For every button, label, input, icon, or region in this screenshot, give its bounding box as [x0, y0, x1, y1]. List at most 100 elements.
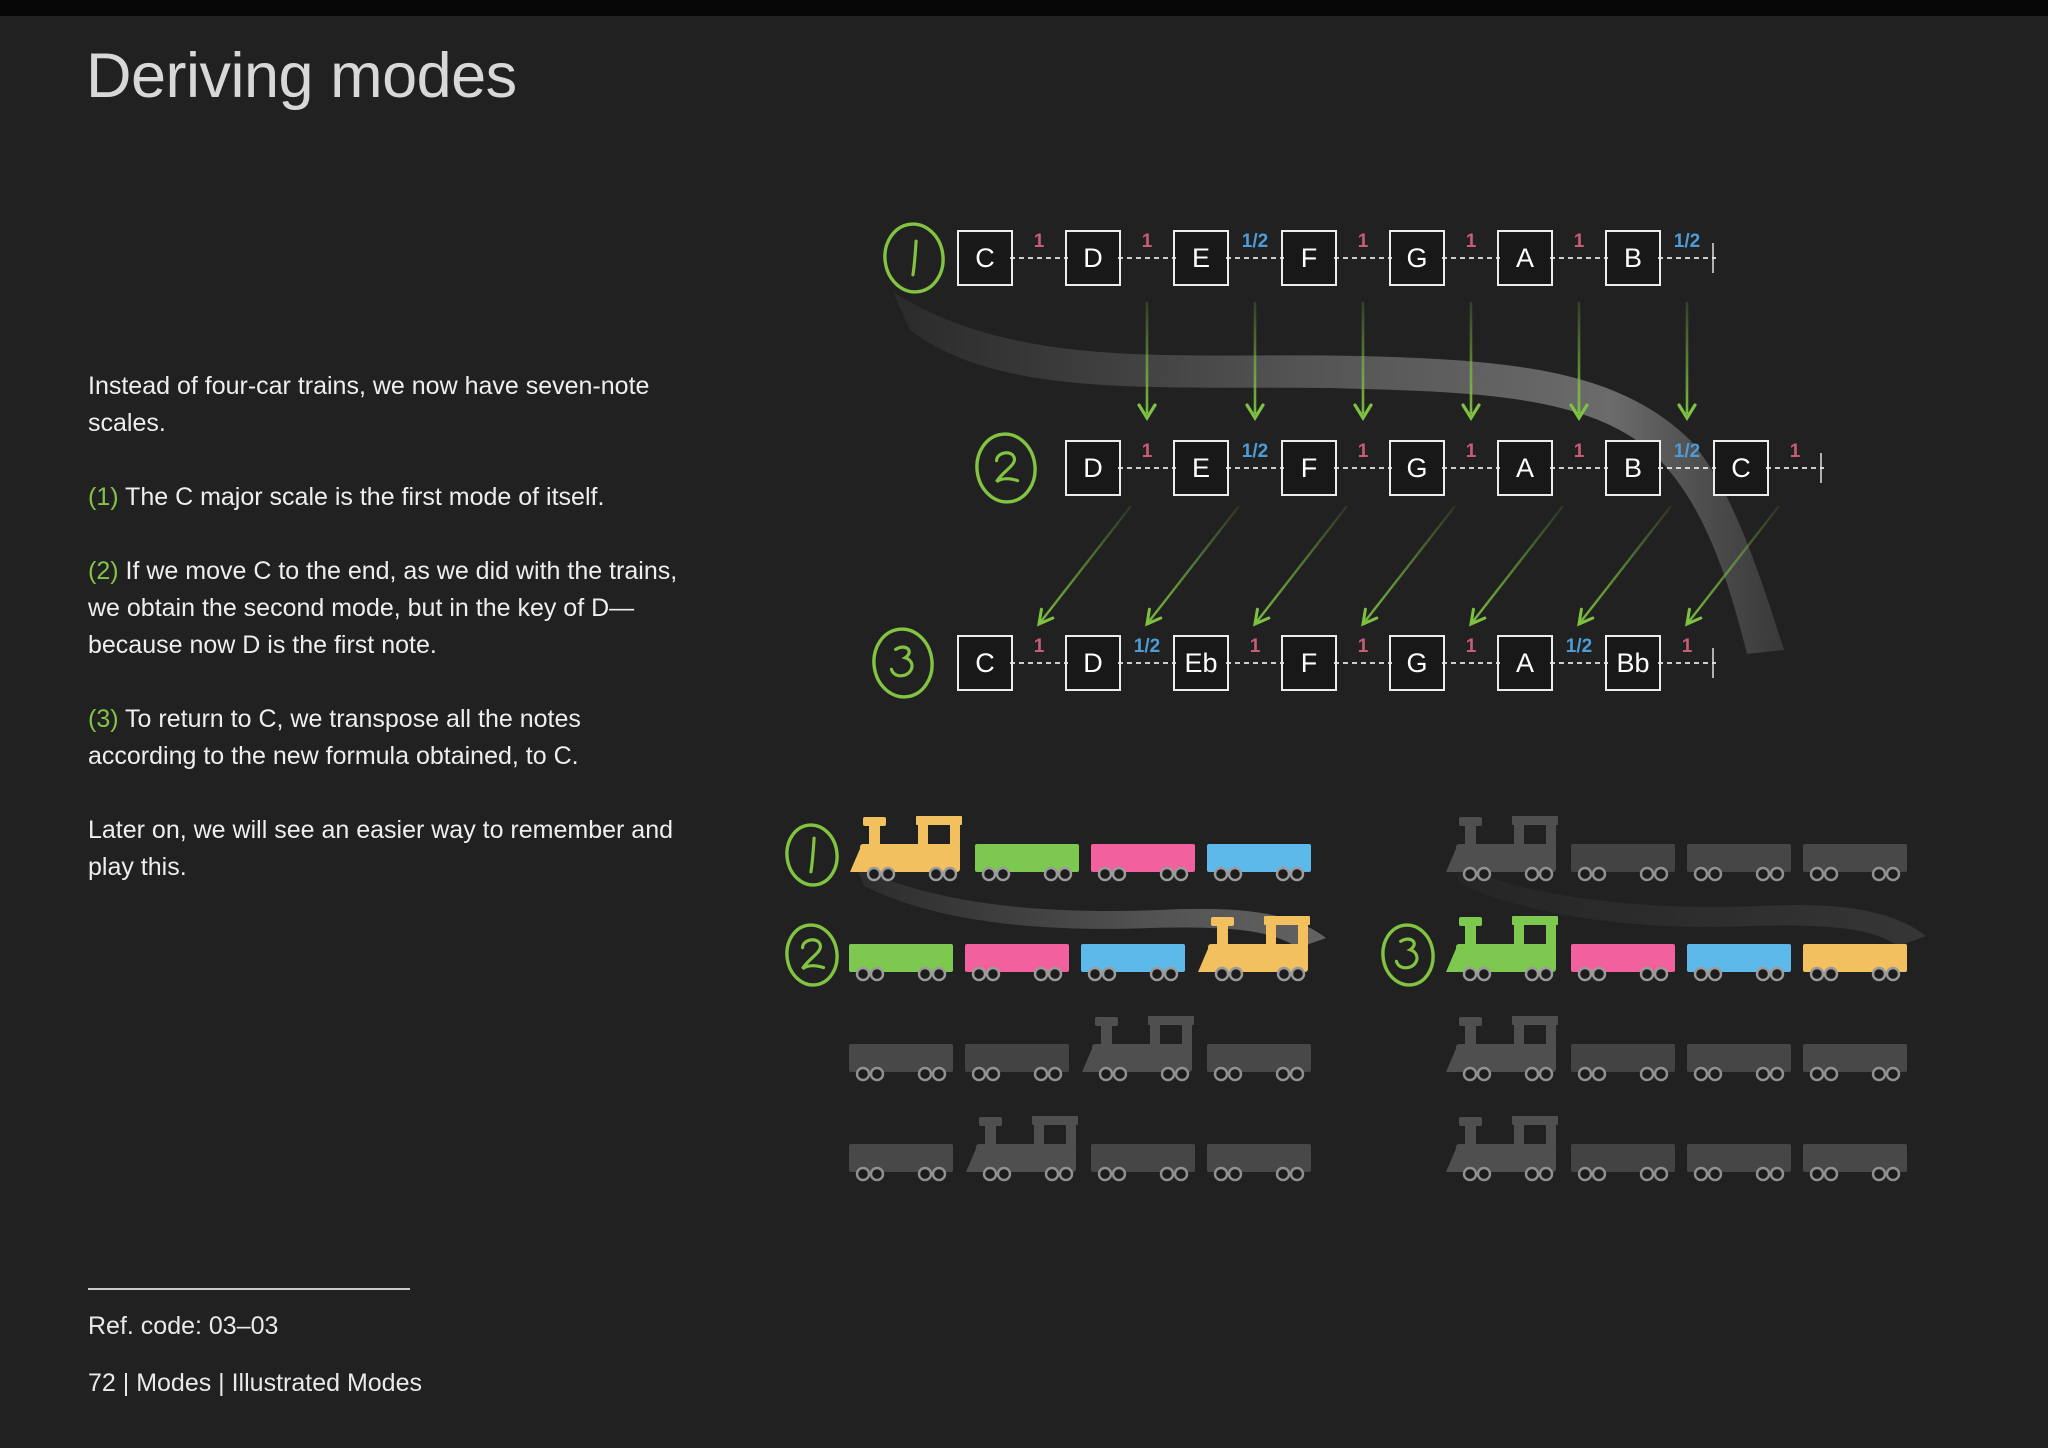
- dashed-line: [1334, 257, 1392, 259]
- transform-arrow: [1254, 505, 1348, 625]
- interval-label: 1: [1033, 636, 1045, 657]
- note-box: C: [957, 230, 1013, 286]
- transform-arrow: [1569, 403, 1589, 422]
- locomotive: [1080, 1014, 1196, 1082]
- train-car: [1801, 1042, 1909, 1082]
- train-car: [963, 942, 1071, 982]
- ref-code: Ref. code: 03–03: [88, 1312, 279, 1340]
- dashed-line: [1658, 467, 1716, 469]
- interval-label: 1/2: [1133, 636, 1161, 657]
- note-label: A: [1515, 452, 1534, 483]
- dashed-line: [1118, 662, 1176, 664]
- dashed-line: [1226, 662, 1284, 664]
- train-car: [1685, 1042, 1793, 1082]
- interval-connector: 1: [1010, 635, 1068, 691]
- page-info: 72 | Modes | Illustrated Modes: [88, 1369, 422, 1397]
- train-car: [1801, 842, 1909, 882]
- interval-connector: 1: [1442, 440, 1500, 496]
- paragraph: (2) If we move C to the end, as we did w…: [88, 557, 678, 659]
- page-title: Deriving modes: [86, 41, 517, 111]
- note-label: F: [1300, 242, 1318, 273]
- interval-label: 1/2: [1673, 441, 1701, 462]
- transform-arrow: [1686, 505, 1780, 625]
- interval-label: 1: [1573, 441, 1585, 462]
- note-box: G: [1389, 230, 1445, 286]
- swoosh-trains-right: [1452, 864, 1926, 946]
- note-box: G: [1389, 440, 1445, 496]
- dashed-line: [1442, 662, 1500, 664]
- train-car: [847, 1142, 955, 1182]
- note-label: D: [1083, 242, 1103, 273]
- interval-connector: 1: [1550, 440, 1608, 496]
- train-car: [1569, 1142, 1677, 1182]
- dashed-line: [1226, 467, 1284, 469]
- locomotive: [1196, 914, 1312, 982]
- interval-connector: 1: [1118, 230, 1176, 286]
- note-label: Eb: [1184, 647, 1218, 678]
- transform-arrow: [1361, 607, 1379, 627]
- train-car: [1205, 1142, 1313, 1182]
- train-left-1: [848, 814, 1313, 882]
- dashed-line: [1442, 257, 1500, 259]
- top-strip: [0, 0, 2048, 16]
- locomotive: [964, 1114, 1080, 1182]
- transform-arrow: [1362, 505, 1456, 625]
- body-text: Instead of four-car trains, we now have …: [88, 368, 693, 923]
- locomotive: [1444, 814, 1560, 882]
- list-number: (3): [88, 705, 119, 733]
- transform-arrow: [1137, 403, 1157, 422]
- interval-label: 1: [1357, 636, 1369, 657]
- swoosh-scale: [893, 292, 1784, 654]
- interval-label: 1/2: [1565, 636, 1593, 657]
- interval-connector: 1: [1550, 230, 1608, 286]
- note-box: B: [1605, 440, 1661, 496]
- interval-connector: 1: [1334, 635, 1392, 691]
- interval-connector: 1/2: [1658, 230, 1716, 286]
- interval-connector: 1: [1226, 635, 1284, 691]
- interval-label: 1: [1141, 441, 1153, 462]
- train-left-3-dimmed: [847, 1014, 1313, 1082]
- dashed-line: [1334, 467, 1392, 469]
- interval-label: 1: [1357, 231, 1369, 252]
- paragraph: (3) To return to C, we transpose all the…: [88, 705, 581, 770]
- interval-label: 1: [1033, 231, 1045, 252]
- paragraph: (1) The C major scale is the first mode …: [88, 483, 605, 511]
- note-box: A: [1497, 635, 1553, 691]
- transform-arrow: [1146, 505, 1240, 625]
- note-label: D: [1083, 647, 1103, 678]
- train-left-2: [847, 914, 1312, 982]
- interval-connector: 1: [1442, 635, 1500, 691]
- transform-arrow: [1461, 403, 1481, 422]
- note-label: B: [1623, 452, 1642, 483]
- dashed-line: [1118, 467, 1176, 469]
- interval-label: 1: [1249, 636, 1261, 657]
- note-label: F: [1300, 452, 1318, 483]
- note-box: D: [1065, 440, 1121, 496]
- transform-arrow: [1677, 403, 1697, 422]
- train-right-1-dimmed: [1444, 814, 1909, 882]
- interval-connector: 1/2: [1118, 635, 1176, 691]
- circled-number-2: [975, 432, 1037, 504]
- note-box: D: [1065, 230, 1121, 286]
- train-left-4-dimmed: [847, 1114, 1313, 1182]
- note-box: F: [1281, 440, 1337, 496]
- interval-label: 1: [1465, 441, 1477, 462]
- note-box: E: [1173, 440, 1229, 496]
- interval-connector: 1: [1334, 440, 1392, 496]
- circled-number-3: [872, 627, 934, 699]
- note-label: E: [1191, 242, 1210, 273]
- note-label: C: [975, 647, 995, 678]
- interval-connector: 1/2: [1658, 440, 1716, 496]
- train-right-2: [1444, 914, 1909, 982]
- dashed-line: [1550, 257, 1608, 259]
- train-car: [1801, 1142, 1909, 1182]
- transform-arrow: [1145, 607, 1163, 627]
- locomotive: [1444, 914, 1560, 982]
- circled-number-1: [785, 823, 839, 887]
- interval-connector: 1: [1442, 230, 1500, 286]
- dashed-line: [1118, 257, 1176, 259]
